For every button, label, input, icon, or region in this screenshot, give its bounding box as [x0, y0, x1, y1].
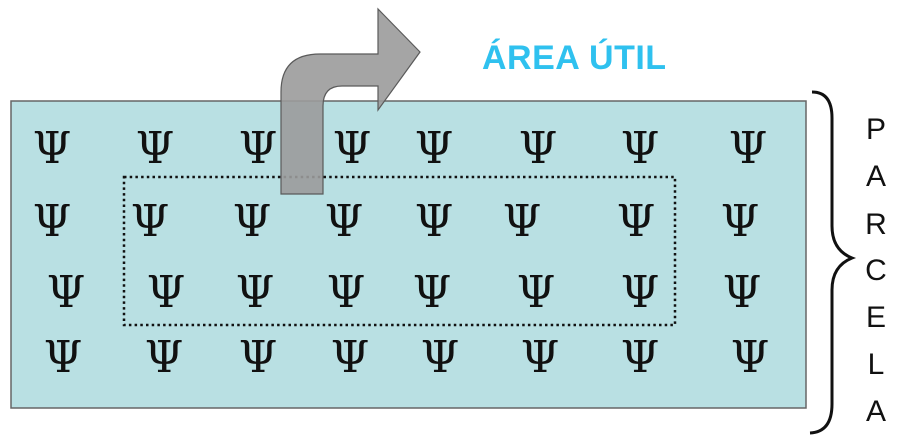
plant-psi-icon: Ψ [621, 123, 660, 174]
plant-psi-icon: Ψ [503, 196, 542, 247]
plant-psi-icon: Ψ [33, 123, 72, 174]
plant-psi-icon: Ψ [331, 332, 370, 383]
plant-psi-icon: Ψ [145, 332, 184, 383]
plot-area [10, 100, 807, 409]
plant-psi-icon: Ψ [517, 267, 556, 318]
useful-area-border [122, 175, 677, 327]
plant-psi-icon: Ψ [421, 332, 460, 383]
parcela-letter: E [866, 301, 886, 334]
plant-psi-icon: Ψ [621, 332, 660, 383]
plant-psi-icon: Ψ [723, 267, 762, 318]
plant-psi-icon: Ψ [721, 196, 760, 247]
right-brace-icon [809, 90, 857, 435]
parcela-letter: C [865, 254, 887, 287]
plant-psi-icon: Ψ [617, 196, 656, 247]
plant-psi-icon: Ψ [239, 332, 278, 383]
plant-psi-icon: Ψ [47, 267, 86, 318]
plant-psi-icon: Ψ [136, 123, 175, 174]
plant-psi-icon: Ψ [519, 123, 558, 174]
plant-psi-icon: Ψ [325, 196, 364, 247]
plant-psi-icon: Ψ [621, 267, 660, 318]
plant-psi-icon: Ψ [236, 267, 275, 318]
plant-psi-icon: Ψ [233, 196, 272, 247]
plant-psi-icon: Ψ [415, 123, 454, 174]
plant-psi-icon: Ψ [333, 123, 372, 174]
plant-psi-icon: Ψ [521, 332, 560, 383]
curved-arrow-icon [280, 7, 421, 195]
parcela-letter: A [866, 160, 886, 193]
plant-psi-icon: Ψ [131, 196, 170, 247]
parcela-letter: A [866, 395, 886, 428]
plant-psi-icon: Ψ [415, 196, 454, 247]
plant-psi-icon: Ψ [33, 196, 72, 247]
plant-psi-icon: Ψ [147, 267, 186, 318]
parcela-letter: L [868, 348, 885, 381]
area-util-title: ÁREA ÚTIL [482, 39, 667, 77]
parcela-letter: P [866, 113, 886, 146]
plant-psi-icon: Ψ [44, 332, 83, 383]
plant-psi-icon: Ψ [327, 267, 366, 318]
parcela-letter: R [865, 208, 887, 241]
plant-psi-icon: Ψ [239, 123, 278, 174]
plant-psi-icon: Ψ [413, 267, 452, 318]
plant-psi-icon: Ψ [731, 332, 770, 383]
plant-psi-icon: Ψ [729, 123, 768, 174]
